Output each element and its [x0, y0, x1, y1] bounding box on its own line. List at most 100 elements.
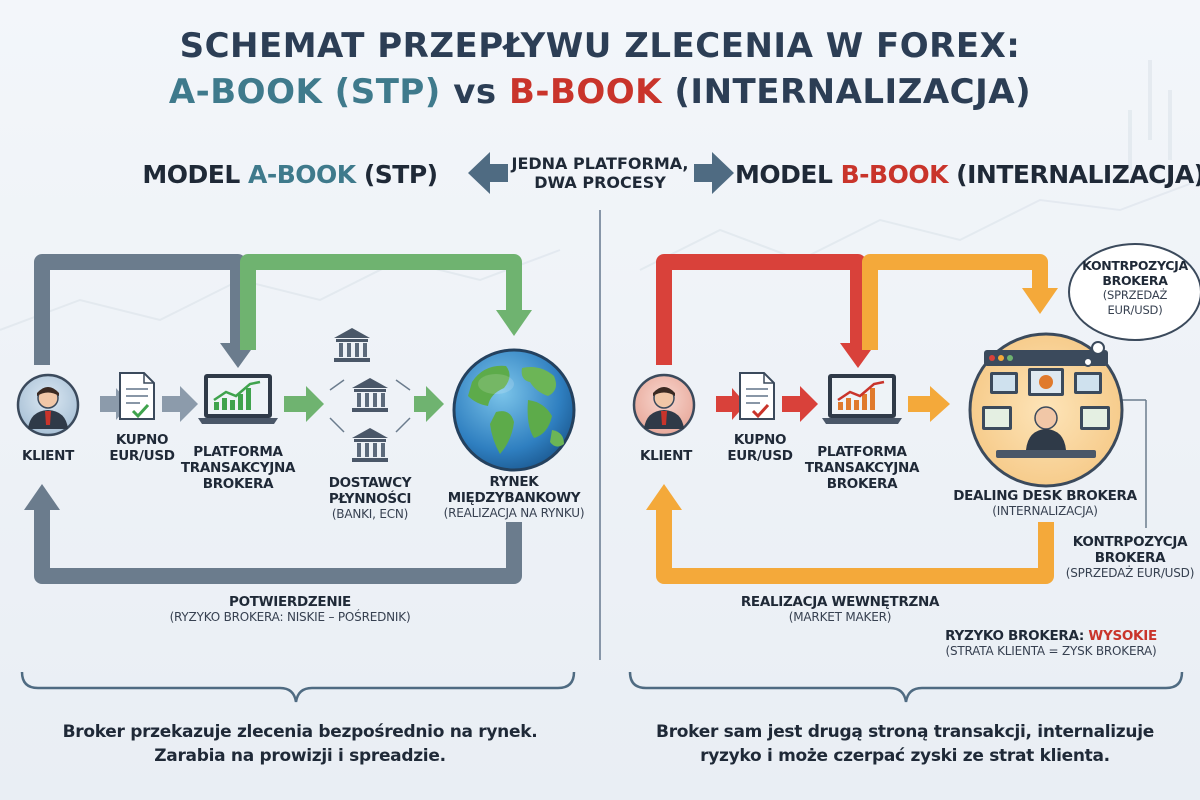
a-book-heading-accent: A-BOOK	[247, 160, 356, 189]
counterposition-label: KONTRPOZYCJA BROKERA (SPRZEDAŻ EUR/USD)	[1062, 534, 1198, 581]
b-client-to-order-arrow	[716, 388, 746, 420]
globe-icon	[452, 348, 576, 472]
b-platform-label-line3: BROKERA	[826, 476, 898, 492]
brace-icon-right	[628, 671, 1184, 703]
platform-label: PLATFORMA TRANSAKCYJNA BROKERA	[178, 444, 298, 492]
bubble-label-line1: KONTRPOZYCJA	[1082, 258, 1188, 273]
center-label-line1: JEDNA PLATFORMA,	[511, 154, 689, 173]
b-document-icon	[739, 372, 775, 420]
b-order-label-line2: EUR/USD	[727, 448, 793, 464]
market-label-line1: RYNEK	[489, 474, 539, 490]
providers-to-market-arrow	[414, 386, 444, 422]
confirmation-return-arrowhead	[24, 484, 60, 510]
b-book-heading-prefix: MODEL	[735, 160, 841, 189]
bank-connector-arrows	[329, 379, 411, 433]
a-book-summary-line1: Broker przekazuje zlecenia bezpośrednio …	[62, 722, 538, 742]
providers-sublabel: (BANKI, ECN)	[331, 507, 409, 521]
thought-bubble-label: KONTRPOZYCJA BROKERA (SPRZEDAŻ EUR/USD)	[1072, 258, 1198, 318]
market-label-line2: MIĘDZYBANKOWY	[447, 490, 581, 506]
b-platform-label-line1: PLATFORMA	[817, 444, 907, 460]
b-book-heading: MODEL B-BOOK (INTERNALIZACJA)	[735, 160, 1200, 189]
bank-icon-top	[334, 328, 370, 362]
platform-label-line3: BROKERA	[202, 476, 274, 492]
client-label: KLIENT	[21, 448, 74, 464]
page-title-line2: A-BOOK (STP) vs B-BOOK (INTERNALIZACJA)	[0, 72, 1200, 112]
b-platform-to-desk-arrow-small	[908, 386, 950, 422]
market-sublabel: (REALIZACJA NA RYNKU)	[443, 506, 585, 520]
dealing-desk-icon	[968, 332, 1124, 488]
bubble-sublabel-line2: EUR/USD)	[1107, 303, 1163, 317]
platform-to-market-arrowhead	[496, 310, 532, 336]
page-title-line1: SCHEMAT PRZEPŁYWU ZLECENIA W FOREX:	[179, 26, 1021, 66]
market-label: RYNEK MIĘDZYBANKOWY (REALIZACJA NA RYNKU…	[424, 474, 604, 521]
risk-label: RYZYKO BROKERA: WYSOKIE (STRATA KLIENTA …	[926, 628, 1176, 659]
b-book-summary: Broker sam jest drugą stroną transakcji,…	[620, 720, 1190, 768]
confirmation-return-arrow	[34, 508, 522, 584]
confirmation-sublabel: (RYZYKO BROKERA: NISKIE – POŚREDNIK)	[169, 610, 411, 624]
providers-label-line2: PŁYNNOŚCI	[328, 491, 412, 507]
internal-execution-label-main: REALIZACJA WEWNĘTRZNA	[740, 594, 940, 610]
b-laptop-chart-icon	[822, 374, 902, 424]
b-order-label-line1: KUPNO	[733, 432, 787, 448]
platform-to-market-arrow	[240, 254, 522, 350]
title-vs: vs	[440, 72, 509, 112]
brace-icon-left	[20, 671, 576, 703]
risk-level-badge: WYSOKIE	[1088, 628, 1157, 644]
background-chart-decoration	[0, 60, 1200, 331]
order-label-line1: KUPNO	[115, 432, 169, 448]
counterposition-label-line1: KONTRPOZYCJA	[1072, 534, 1188, 550]
order-label-line2: EUR/USD	[109, 448, 175, 464]
a-book-heading: MODEL A-BOOK (STP)	[100, 160, 480, 189]
order-to-platform-arrow	[162, 386, 198, 422]
platform-label-line2: TRANSAKCYJNA	[180, 460, 296, 476]
laptop-chart-icon	[198, 374, 278, 424]
bubble-sublabel-line1: (SPRZEDAŻ	[1102, 288, 1168, 302]
b-book-heading-suffix: (INTERNALIZACJA)	[947, 160, 1200, 189]
internal-execution-sublabel: (MARKET MAKER)	[788, 610, 892, 624]
b-internal-return-arrowhead	[646, 484, 682, 510]
b-client-to-platform-arrow	[656, 254, 866, 365]
internal-execution-label: REALIZACJA WEWNĘTRZNA (MARKET MAKER)	[730, 594, 950, 625]
a-book-summary-line2: Zarabia na prowizji i spreadzie.	[154, 746, 446, 766]
providers-label: DOSTAWCY PŁYNNOŚCI (BANKI, ECN)	[310, 475, 430, 522]
b-platform-to-desk-arrowhead	[1022, 288, 1058, 314]
b-client-icon	[632, 373, 696, 437]
risk-label-main: RYZYKO BROKERA: WYSOKIE	[926, 628, 1176, 644]
client-icon	[16, 373, 80, 437]
a-book-heading-prefix: MODEL	[142, 160, 248, 189]
client-to-platform-arrow	[34, 254, 246, 365]
b-platform-label: PLATFORMA TRANSAKCYJNA BROKERA	[800, 444, 924, 492]
thought-bubble-icon	[1068, 243, 1200, 367]
b-book-heading-accent: B-BOOK	[840, 160, 949, 189]
b-client-label: KLIENT	[639, 448, 692, 464]
double-arrow-icon	[468, 152, 734, 194]
document-icon	[119, 372, 155, 420]
order-label: KUPNO EUR/USD	[102, 432, 182, 464]
counterposition-label-line2: BROKERA	[1094, 550, 1166, 566]
center-label-line2: DWA PROCESY	[534, 173, 666, 192]
b-internal-return-arrow	[656, 508, 1054, 584]
bubble-label-line2: BROKERA	[1102, 273, 1168, 288]
dealing-desk-sublabel: (INTERNALIZACJA)	[992, 504, 1098, 518]
b-order-to-platform-arrow	[782, 386, 818, 422]
bank-icon-bottom	[352, 428, 388, 462]
a-book-heading-suffix: (STP)	[355, 160, 438, 189]
confirmation-label-main: POTWIERDZENIE	[229, 594, 351, 610]
risk-label-prefix: RYZYKO BROKERA:	[945, 628, 1089, 644]
b-order-label: KUPNO EUR/USD	[720, 432, 800, 464]
confirmation-label: POTWIERDZENIE (RYZYKO BROKERA: NISKIE – …	[130, 594, 450, 625]
title-b-book: B-BOOK	[508, 72, 663, 112]
dealing-desk-label-main: DEALING DESK BROKERA	[953, 488, 1137, 504]
b-platform-label-line2: TRANSAKCYJNA	[804, 460, 920, 476]
providers-label-line1: DOSTAWCY	[328, 475, 412, 491]
bank-icon-middle	[352, 378, 388, 412]
center-label: JEDNA PLATFORMA, DWA PROCESY	[500, 154, 700, 192]
b-book-summary-line2: ryzyko i może czerpać zyski ze strat kli…	[700, 746, 1110, 766]
platform-to-providers-arrow	[284, 386, 324, 422]
dealing-desk-label: DEALING DESK BROKERA (INTERNALIZACJA)	[950, 488, 1140, 519]
platform-label-line1: PLATFORMA	[193, 444, 283, 460]
title-a-book: A-BOOK (STP)	[168, 72, 441, 112]
risk-sublabel: (STRATA KLIENTA = ZYSK BROKERA)	[945, 644, 1157, 658]
b-platform-to-desk-arrow	[862, 254, 1048, 350]
